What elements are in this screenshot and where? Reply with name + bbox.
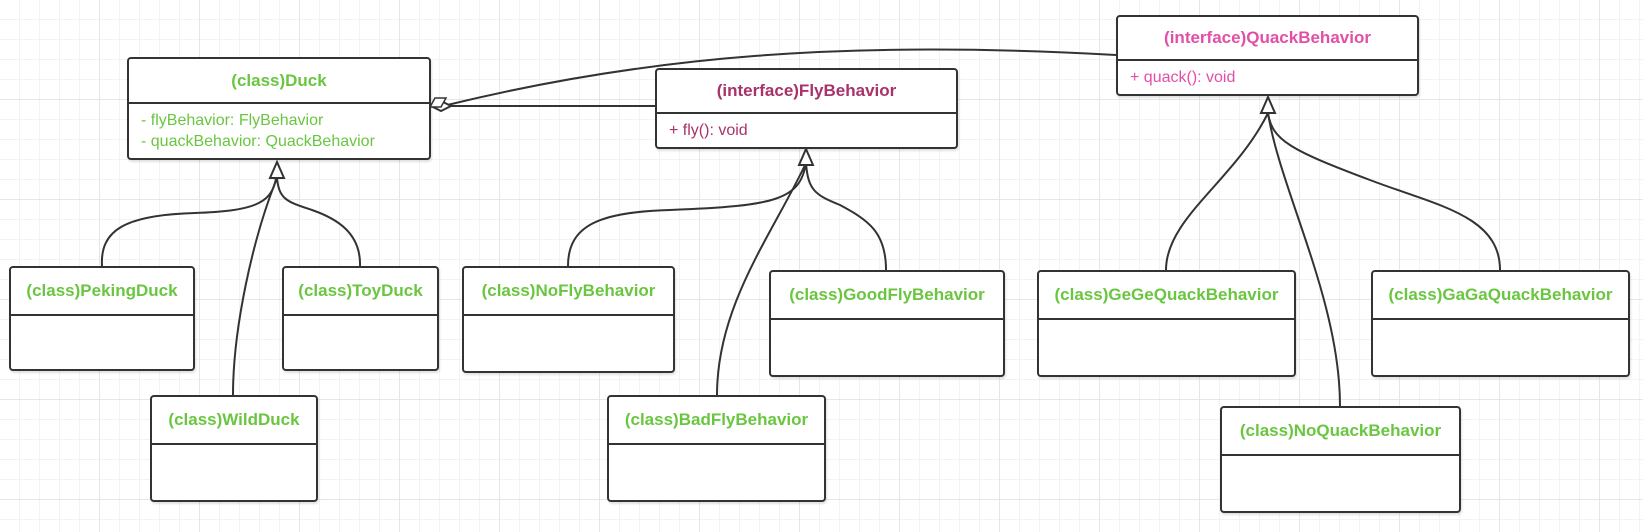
class-wildduck-title: (class)WildDuck <box>152 397 316 445</box>
realization-line-gegequackbehavior <box>1165 112 1269 271</box>
class-noflybehavior-body <box>464 316 673 371</box>
realization-line-noflybehavior <box>567 162 807 267</box>
interface-quackbehavior-methods: + quack(): void <box>1118 61 1417 94</box>
flybehavior-method-fly: + fly(): void <box>669 122 748 139</box>
inheritance-arrowhead-duck <box>268 159 286 179</box>
realization-line-noquackbehavior <box>1267 112 1341 407</box>
interface-quackbehavior-title: (interface)QuackBehavior <box>1118 17 1417 61</box>
class-toyduck-title: (class)ToyDuck <box>284 268 437 316</box>
class-gagaquackbehavior[interactable]: (class)GaGaQuackBehavior <box>1371 270 1630 377</box>
class-pekingduck-body <box>11 316 193 369</box>
aggregation-line-duck-quackbehavior <box>442 48 1117 107</box>
class-duck-title: (class)Duck <box>129 59 429 104</box>
class-noquackbehavior-body <box>1222 456 1459 511</box>
class-wildduck[interactable]: (class)WildDuck <box>150 395 318 502</box>
class-gagaquackbehavior-title: (class)GaGaQuackBehavior <box>1373 272 1628 320</box>
class-toyduck-body <box>284 316 437 369</box>
inheritance-line-wildduck <box>232 177 278 396</box>
class-goodflybehavior[interactable]: (class)GoodFlyBehavior <box>769 270 1005 377</box>
realization-line-goodflybehavior <box>805 162 887 271</box>
interface-flybehavior[interactable]: (interface)FlyBehavior + fly(): void <box>655 68 958 149</box>
class-badflybehavior-title: (class)BadFlyBehavior <box>609 397 824 445</box>
interface-flybehavior-methods: + fly(): void <box>657 114 956 147</box>
class-goodflybehavior-body <box>771 320 1003 375</box>
realization-arrowhead-flybehavior <box>797 146 815 166</box>
class-duck-fields: - flyBehavior: FlyBehavior - quackBehavi… <box>129 104 429 158</box>
duck-field-quackbehavior: - quackBehavior: QuackBehavior <box>141 133 375 150</box>
class-noflybehavior[interactable]: (class)NoFlyBehavior <box>462 266 675 373</box>
class-gagaquackbehavior-body <box>1373 320 1628 375</box>
inheritance-line-pekingduck <box>100 177 277 267</box>
class-goodflybehavior-title: (class)GoodFlyBehavior <box>771 272 1003 320</box>
class-gegequackbehavior-body <box>1039 320 1294 375</box>
interface-quackbehavior[interactable]: (interface)QuackBehavior + quack(): void <box>1116 15 1419 96</box>
inheritance-line-toyduck <box>276 177 362 267</box>
class-toyduck[interactable]: (class)ToyDuck <box>282 266 439 371</box>
class-duck[interactable]: (class)Duck - flyBehavior: FlyBehavior -… <box>127 57 431 160</box>
class-noflybehavior-title: (class)NoFlyBehavior <box>464 268 673 316</box>
realization-line-gagaquackbehavior <box>1267 112 1501 271</box>
quackbehavior-method-quack: + quack(): void <box>1130 69 1236 86</box>
realization-arrowhead-quackbehavior <box>1259 94 1277 114</box>
class-wildduck-body <box>152 445 316 500</box>
class-pekingduck-title: (class)PekingDuck <box>11 268 193 316</box>
realization-line-badflybehavior <box>716 162 807 396</box>
class-gegequackbehavior[interactable]: (class)GeGeQuackBehavior <box>1037 270 1296 377</box>
duck-field-flybehavior: - flyBehavior: FlyBehavior <box>141 112 324 129</box>
class-badflybehavior-body <box>609 445 824 500</box>
aggregation-diamond-quack <box>428 97 448 108</box>
interface-flybehavior-title: (interface)FlyBehavior <box>657 70 956 114</box>
class-gegequackbehavior-title: (class)GeGeQuackBehavior <box>1039 272 1294 320</box>
class-pekingduck[interactable]: (class)PekingDuck <box>9 266 195 371</box>
class-badflybehavior[interactable]: (class)BadFlyBehavior <box>607 395 826 502</box>
class-noquackbehavior-title: (class)NoQuackBehavior <box>1222 408 1459 456</box>
class-noquackbehavior[interactable]: (class)NoQuackBehavior <box>1220 406 1461 513</box>
